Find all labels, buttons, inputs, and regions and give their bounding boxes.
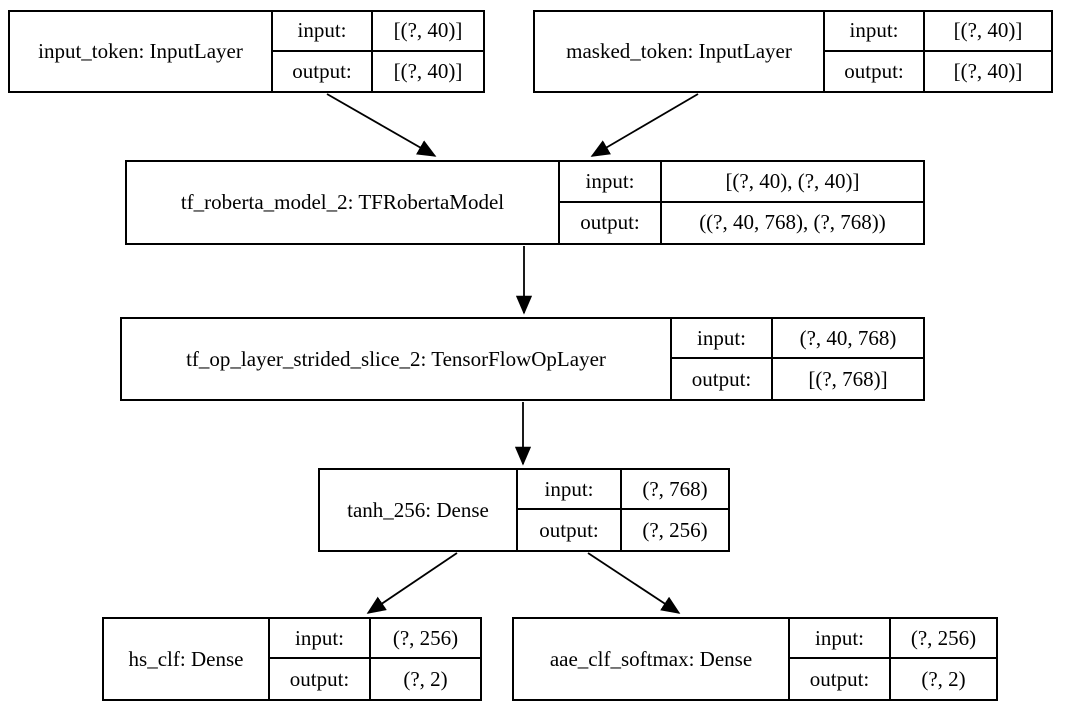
io-output-key: output: — [790, 659, 891, 699]
io-output-value: [(?, 40)] — [953, 58, 1023, 83]
node-hs-clf-dense: hs_clf: Dense input: (?, 256) output: (?… — [102, 617, 482, 701]
io-input-key: input: — [560, 162, 662, 203]
io-input-key: input: — [270, 619, 371, 659]
io-output-key: output: — [270, 659, 371, 699]
io-output-key: output: — [518, 510, 622, 550]
node-aae-clf-softmax-dense: aae_clf_softmax: Dense input: (?, 256) o… — [512, 617, 998, 701]
edge-tanh-to-aae-clf — [587, 552, 681, 614]
node-label: masked_token: InputLayer — [535, 12, 825, 91]
edge-masked-token-to-roberta — [590, 93, 699, 157]
io-output-value: ((?, 40, 768), (?, 768)) — [699, 210, 886, 235]
node-label: tf_roberta_model_2: TFRobertaModel — [127, 162, 560, 243]
node-label: tf_op_layer_strided_slice_2: TensorFlowO… — [122, 319, 672, 399]
io-input-value: [(?, 40)] — [373, 12, 483, 52]
io-output-key: output: — [560, 202, 662, 243]
io-input-key: input: — [273, 12, 373, 52]
edge-tanh-to-hs-clf — [366, 552, 458, 614]
node-input-token: input_token: InputLayer input: [(?, 40)]… — [8, 10, 485, 93]
io-input-key: input: — [825, 12, 925, 52]
io-input-key: input: — [790, 619, 891, 659]
node-masked-token: masked_token: InputLayer input: [(?, 40)… — [533, 10, 1053, 93]
io-input-key: input: — [518, 470, 622, 510]
io-output-value: (?, 2) — [403, 666, 448, 691]
io-input-value: (?, 768) — [622, 470, 728, 510]
node-label: hs_clf: Dense — [104, 619, 270, 699]
io-input-key: input: — [672, 319, 773, 359]
io-input-value: [(?, 40), (?, 40)] — [662, 162, 923, 203]
node-label: tanh_256: Dense — [320, 470, 518, 550]
io-input-value: [(?, 40)] — [925, 12, 1051, 52]
node-strided-slice-op: tf_op_layer_strided_slice_2: TensorFlowO… — [120, 317, 925, 401]
io-output-value: (?, 2) — [921, 666, 966, 691]
io-input-value: (?, 256) — [371, 619, 480, 659]
node-tf-roberta-model: tf_roberta_model_2: TFRobertaModel input… — [125, 160, 925, 245]
node-label: aae_clf_softmax: Dense — [514, 619, 790, 699]
edge-input-token-to-roberta — [326, 93, 437, 157]
io-output-key: output: — [273, 51, 373, 91]
io-output-value: [(?, 40)] — [393, 58, 463, 83]
node-label: input_token: InputLayer — [10, 12, 273, 91]
node-tanh-dense: tanh_256: Dense input: (?, 768) output: … — [318, 468, 730, 552]
io-output-key: output: — [825, 51, 925, 91]
io-input-value: (?, 40, 768) — [773, 319, 923, 359]
io-output-value: [(?, 768)] — [808, 366, 888, 391]
io-output-value: (?, 256) — [642, 517, 708, 542]
io-input-value: (?, 256) — [891, 619, 996, 659]
io-output-key: output: — [672, 359, 773, 399]
